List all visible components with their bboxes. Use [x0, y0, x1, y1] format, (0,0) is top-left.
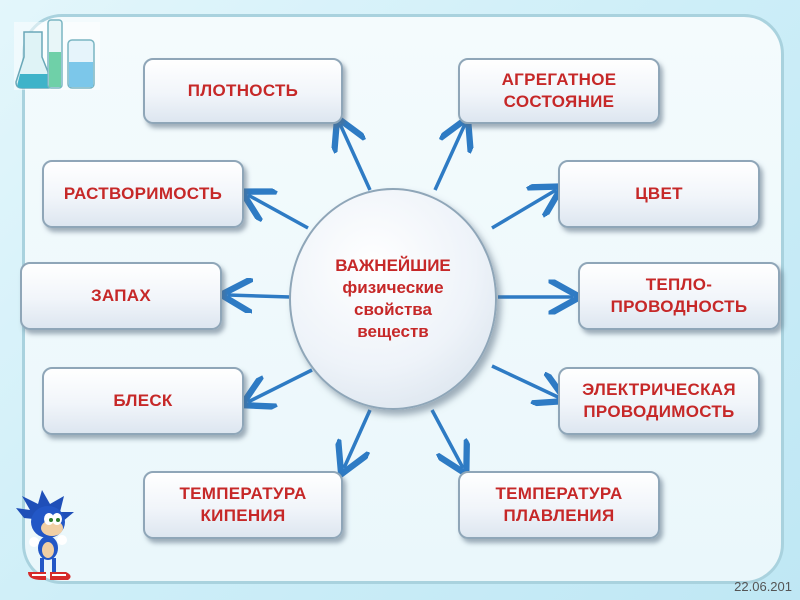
arrow-melting [430, 409, 463, 468]
arrow-smell [228, 295, 291, 297]
property-density: ПЛОТНОСТЬ [143, 58, 343, 124]
property-thermal-conductivity: ТЕПЛО- ПРОВОДНОСТЬ [578, 262, 780, 330]
arrow-color [491, 190, 556, 230]
property-smell: ЗАПАХ [20, 262, 222, 330]
property-electrical-conductivity: ЭЛЕКТРИЧЕСКАЯ ПРОВОДИМОСТЬ [558, 367, 760, 435]
arrow-electrical [491, 364, 560, 398]
chemistry-flasks-icon [14, 19, 100, 90]
arrow-aggregate [433, 124, 465, 191]
sonic-character-icon [16, 490, 74, 580]
property-boiling-point: ТЕМПЕРАТУРА КИПЕНИЯ [143, 471, 343, 539]
property-color: ЦВЕТ [558, 160, 760, 228]
slide-date: 22.06.201 [734, 579, 792, 594]
arrow-density [340, 124, 372, 191]
arrow-luster [248, 368, 313, 402]
center-topic: ВАЖНЕЙШИЕ физические свойства веществ [289, 188, 497, 410]
property-solubility: РАСТВОРИМОСТЬ [42, 160, 244, 228]
property-luster: БЛЕСК [42, 367, 244, 435]
property-aggregate-state: АГРЕГАТНОЕ СОСТОЯНИЕ [458, 58, 660, 124]
arrow-solubility [248, 195, 309, 230]
arrow-boiling [344, 409, 372, 468]
property-melting-point: ТЕМПЕРАТУРА ПЛАВЛЕНИЯ [458, 471, 660, 539]
